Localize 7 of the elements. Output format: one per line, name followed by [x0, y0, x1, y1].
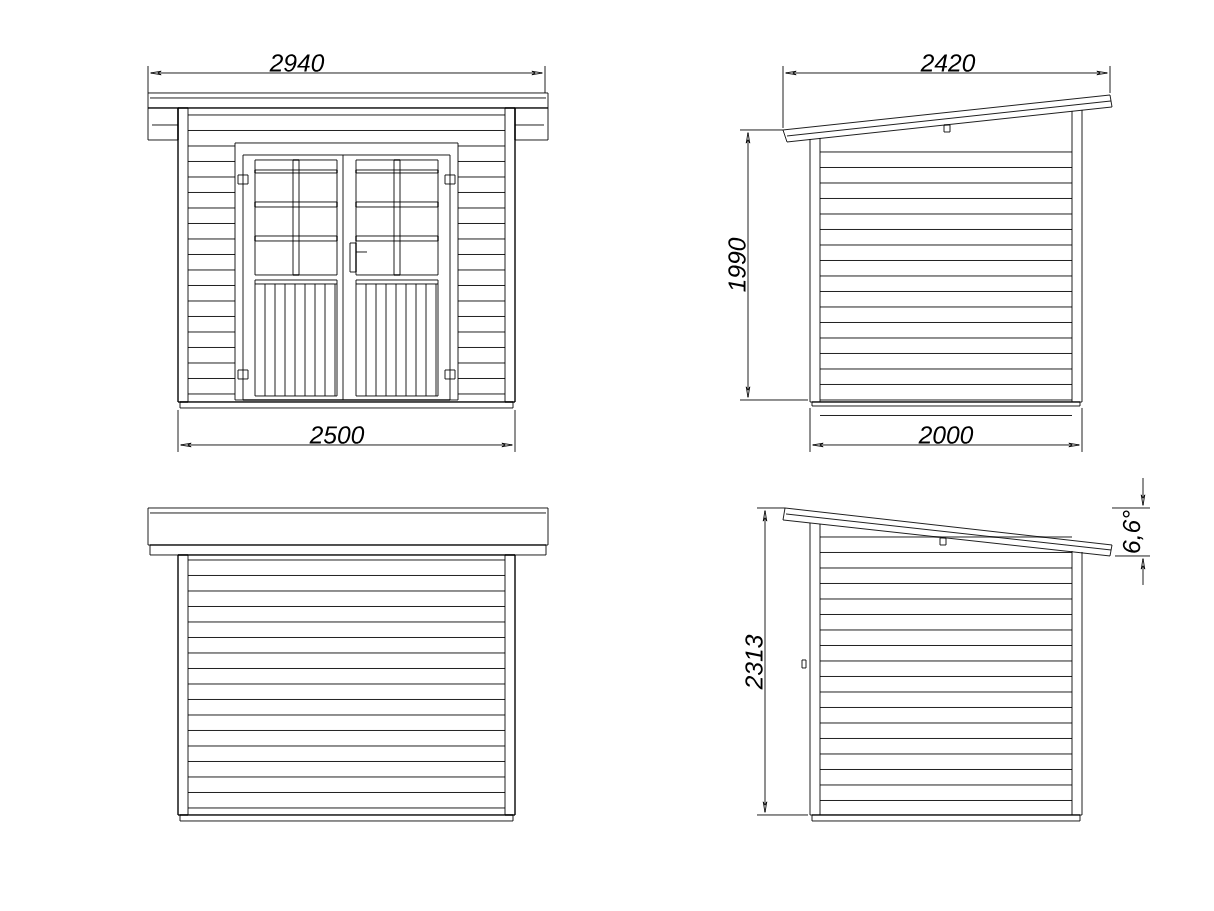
dimension-label: 2500 [309, 426, 365, 444]
dimension-label: 6,6° [1122, 510, 1144, 553]
dimension-label: 2940 [269, 54, 325, 72]
dimension-label: 2420 [920, 54, 976, 72]
dimension-label: 2000 [918, 426, 974, 444]
dimension-label: 2313 [745, 634, 763, 690]
dimension-label: 1990 [728, 237, 746, 292]
